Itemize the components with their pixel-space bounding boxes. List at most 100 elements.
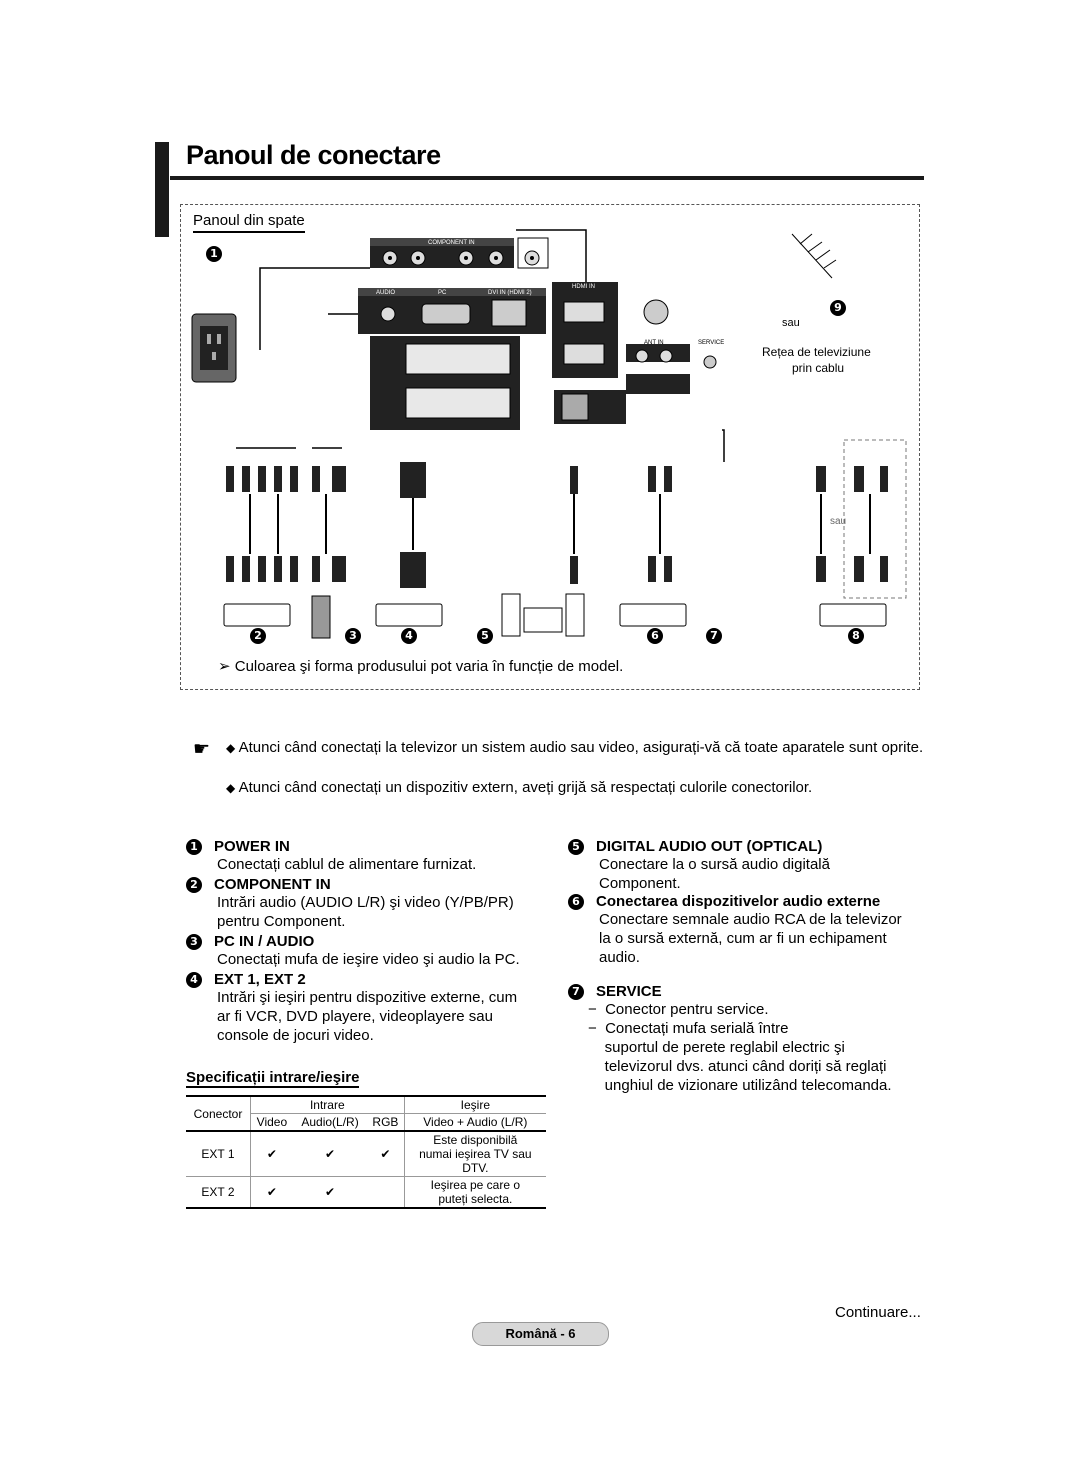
section-heading: PC IN / AUDIO	[214, 933, 315, 950]
devices	[223, 593, 887, 639]
cell-out-line: DTV.	[462, 1161, 489, 1175]
audio-label: AUDIO	[376, 290, 395, 296]
section-number: 2	[186, 876, 202, 893]
section-body: Conectare semnale audio RCA de la televi…	[599, 911, 902, 928]
continue-link[interactable]: Continuare...	[835, 1304, 921, 1321]
section-power-in: 1 POWER IN	[186, 838, 546, 855]
cell-video: ✔	[266, 1147, 277, 1161]
section-body: unghiul de vizionare utilizând telecoman…	[588, 1077, 892, 1094]
cell-out-line: puteți selecta.	[438, 1192, 513, 1206]
callout-4: 4	[401, 628, 417, 644]
table-row: EXT 1 ✔ ✔ ✔ Este disponibilă numai ieşir…	[186, 1131, 546, 1177]
cell-audio: ✔	[325, 1185, 336, 1199]
cell-out-line: numai ieşirea TV sau	[419, 1147, 532, 1161]
cell-name: EXT 2	[186, 1176, 251, 1208]
component-in-panel	[370, 237, 549, 269]
ant-in-panel	[626, 299, 717, 394]
vcr-device-icon	[223, 603, 291, 627]
alt-hdmi-box	[843, 439, 907, 599]
section-heading: Conectarea dispozitivelor audio externe	[596, 893, 881, 910]
th-rgb: RGB	[367, 1113, 405, 1131]
hdmi-in-label: HDMI IN	[572, 284, 595, 290]
th-out: Video + Audio (L/R)	[423, 1115, 528, 1129]
callout-2: 2	[250, 628, 266, 644]
cell-out: Ieşirea pe care o puteți selecta.	[404, 1177, 546, 1209]
section-body: Intrări audio (AUDIO L/R) şi video (Y/PB…	[217, 894, 514, 911]
antenna-icon	[791, 233, 837, 279]
warning-1-text: Atunci când conectați la televizor un si…	[238, 739, 924, 756]
diamond-icon: ◆	[226, 741, 236, 755]
section-body: Conectare la o sursă audio digitală	[599, 856, 830, 873]
cell-audio: ✔	[325, 1147, 336, 1161]
callout-5: 5	[477, 628, 493, 644]
ext-scart-panel	[370, 336, 520, 430]
th-output: Ieşire	[404, 1096, 546, 1114]
settop-box-icon	[819, 603, 887, 627]
callout-7: 7	[706, 628, 722, 644]
section-service: 7 SERVICE	[568, 983, 928, 1000]
pc-panel	[358, 288, 546, 334]
section-body: Component.	[599, 875, 681, 892]
pc-label: PC	[438, 290, 447, 296]
diagram-frame	[180, 204, 920, 690]
section-body: console de jocuri video.	[217, 1027, 374, 1044]
cell-out-line: Este disponibilă	[433, 1133, 518, 1147]
section-number: 6	[568, 893, 584, 910]
pc-device-icon	[311, 595, 331, 639]
section-external-audio: 6 Conectarea dispozitivelor audio extern…	[568, 893, 928, 910]
dvi-in-label: DVI IN (HDMI 2)	[488, 290, 532, 296]
title-rule	[170, 176, 924, 180]
section-number: 5	[568, 838, 584, 855]
section-body: suportul de perete reglabil electric şi	[588, 1039, 845, 1056]
audio-device-icon	[619, 603, 687, 627]
section-pc-in: 3 PC IN / AUDIO	[186, 933, 546, 950]
th-input: Intrare	[250, 1096, 405, 1114]
title-decor-bar	[155, 142, 169, 237]
hdmi-panel	[552, 282, 618, 378]
page-title: Panoul de conectare	[186, 140, 441, 170]
th-audio: Audio(L/R)	[301, 1115, 359, 1129]
callout-3: 3	[345, 628, 361, 644]
cable-wires	[249, 494, 871, 554]
page-number-badge: Română - 6	[472, 1322, 609, 1346]
section-heading: POWER IN	[214, 838, 290, 855]
section-number: 7	[568, 983, 584, 1000]
stereo-unit-icon	[523, 607, 563, 633]
wire-lines	[236, 229, 725, 462]
cell-out: Este disponibilă numai ieşirea TV sau DT…	[404, 1131, 546, 1177]
cell-name: EXT 1	[186, 1131, 251, 1177]
cell-rgb: ✔	[367, 1131, 405, 1177]
section-body: televizorul dvs. atunci când doriți să r…	[588, 1058, 887, 1075]
section-body: Conectați mufa de ieşire video şi audio …	[217, 951, 520, 968]
dvd-device-icon	[375, 603, 443, 627]
connection-diagram: COMPONENT IN AUDIO PC DVI IN (HDMI 2) HD…	[191, 229, 907, 639]
service-label: SERVICE	[698, 340, 724, 346]
sau-label-2: sau	[830, 516, 846, 527]
table-row: EXT 2 ✔ ✔ Ieşirea pe care o puteți selec…	[186, 1176, 546, 1209]
section-number: 1	[186, 838, 202, 855]
callout-9: 9	[830, 300, 846, 316]
warning-1: ◆ Atunci când conectați la televizor un …	[226, 738, 926, 758]
section-body: audio.	[599, 949, 640, 966]
section-body: la o sursă externă, cum ar fi un echipam…	[599, 930, 887, 947]
section-digital-audio: 5 DIGITAL AUDIO OUT (OPTICAL)	[568, 838, 928, 855]
note-text: Culoarea şi forma produsului pot varia î…	[234, 658, 624, 675]
spec-table: Conector Intrare Ieşire Video Audio(L/R)…	[186, 1095, 546, 1209]
warning-2-text: Atunci când conectați un dispozitiv exte…	[238, 779, 813, 796]
sau-label-1: sau	[782, 317, 800, 329]
section-ext: 4 EXT 1, EXT 2	[186, 971, 546, 988]
callout-1: 1	[206, 246, 222, 262]
cell-rgb	[367, 1176, 405, 1208]
th-video: Video	[256, 1115, 288, 1129]
panel-label: Panoul din spate	[193, 212, 305, 233]
callout-8: 8	[848, 628, 864, 644]
cable-network-line1: Rețea de televiziune	[762, 345, 871, 359]
cell-out-line: Ieşirea pe care o	[430, 1178, 521, 1192]
section-heading: COMPONENT IN	[214, 876, 331, 893]
pointing-hand-icon: ☛	[193, 739, 211, 760]
diagram-note: ➢ Culoarea şi forma produsului pot varia…	[218, 657, 623, 675]
section-body: − Conectați mufa serială între	[588, 1020, 789, 1037]
cable-connectors	[226, 462, 888, 588]
section-number: 3	[186, 933, 202, 950]
callout-6: 6	[647, 628, 663, 644]
